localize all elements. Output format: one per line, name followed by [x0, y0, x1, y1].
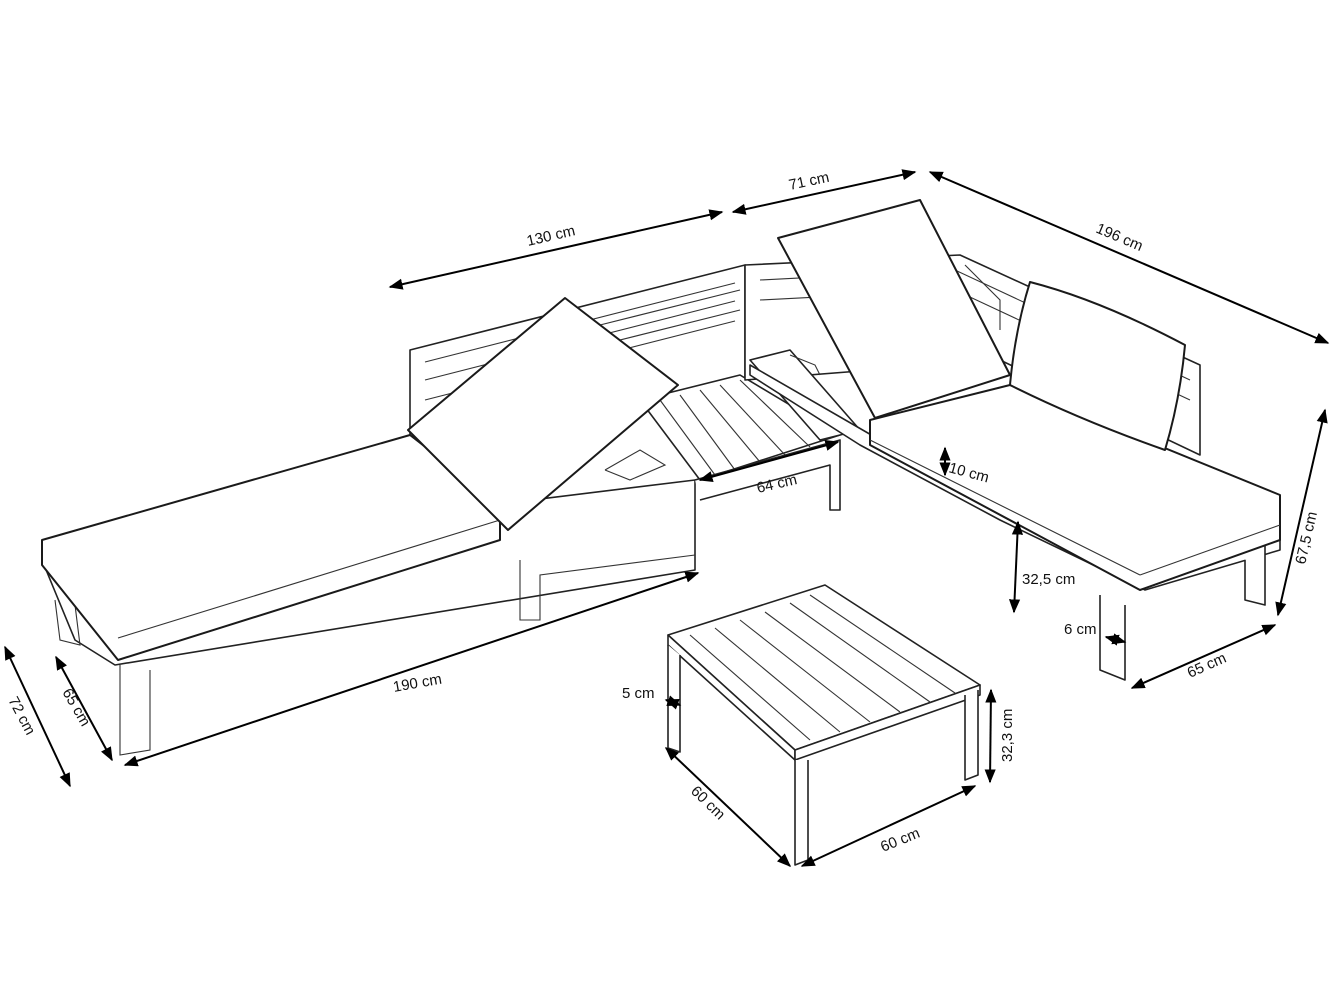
- dim-32-3: [984, 688, 997, 784]
- dim-64: [698, 439, 840, 483]
- label-190: 190 cm: [392, 671, 443, 696]
- label-6: 6 cm: [1064, 621, 1097, 638]
- label-5: 5 cm: [622, 685, 655, 702]
- dim-65-right: [1130, 624, 1277, 689]
- left-back-cushion: [407, 297, 679, 531]
- label-72: 72 cm: [4, 694, 38, 738]
- label-71: 71 cm: [787, 169, 831, 194]
- dim-60-depth: [664, 747, 792, 867]
- dim-190: [123, 571, 700, 767]
- label-32-5: 32,5 cm: [1022, 571, 1075, 588]
- label-196: 196 cm: [1093, 220, 1145, 255]
- dim-60-width: [800, 785, 977, 867]
- table-top: [667, 584, 981, 751]
- right-sofa: [744, 199, 1281, 681]
- dim-72: [4, 645, 71, 788]
- dim-196: [928, 171, 1330, 344]
- dim-6: [1104, 633, 1127, 646]
- label-65-left: 65 cm: [59, 686, 94, 730]
- dim-32-5: [1008, 520, 1024, 614]
- dim-130: [388, 209, 724, 290]
- dim-71: [731, 169, 917, 215]
- coffee-table: [667, 584, 981, 866]
- label-32-3: 32,3 cm: [999, 709, 1016, 762]
- label-60-width: 60 cm: [878, 825, 922, 856]
- dim-5: [664, 695, 682, 710]
- dim-67-5: [1275, 408, 1328, 617]
- dimension-lines: [4, 169, 1330, 867]
